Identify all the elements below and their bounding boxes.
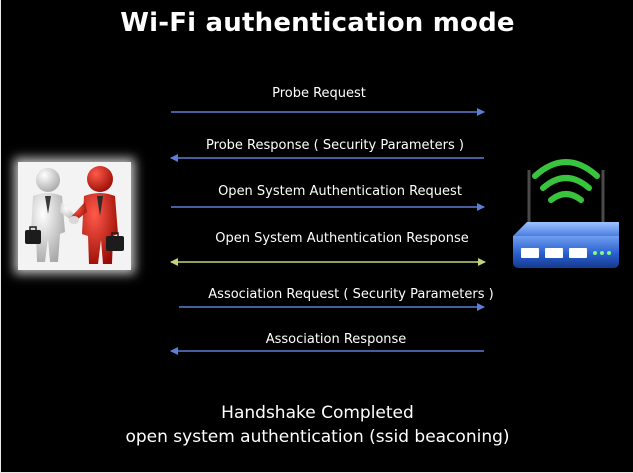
label-probe-response: Probe Response ( Security Parameters ) [206, 138, 464, 153]
label-open-auth-response: Open System Authentication Response [215, 231, 468, 246]
label-association-response: Association Response [266, 332, 407, 347]
label-open-auth-request: Open System Authentication Request [218, 184, 462, 199]
footer-line-2: open system authentication (ssid beaconi… [1, 427, 633, 447]
label-probe-request: Probe Request [272, 86, 366, 101]
footer-line-1: Handshake Completed [1, 403, 633, 423]
wireless-router-icon [509, 150, 623, 276]
label-association-request: Association Request ( Security Parameter… [208, 287, 493, 302]
handshake-people-icon [18, 162, 131, 270]
